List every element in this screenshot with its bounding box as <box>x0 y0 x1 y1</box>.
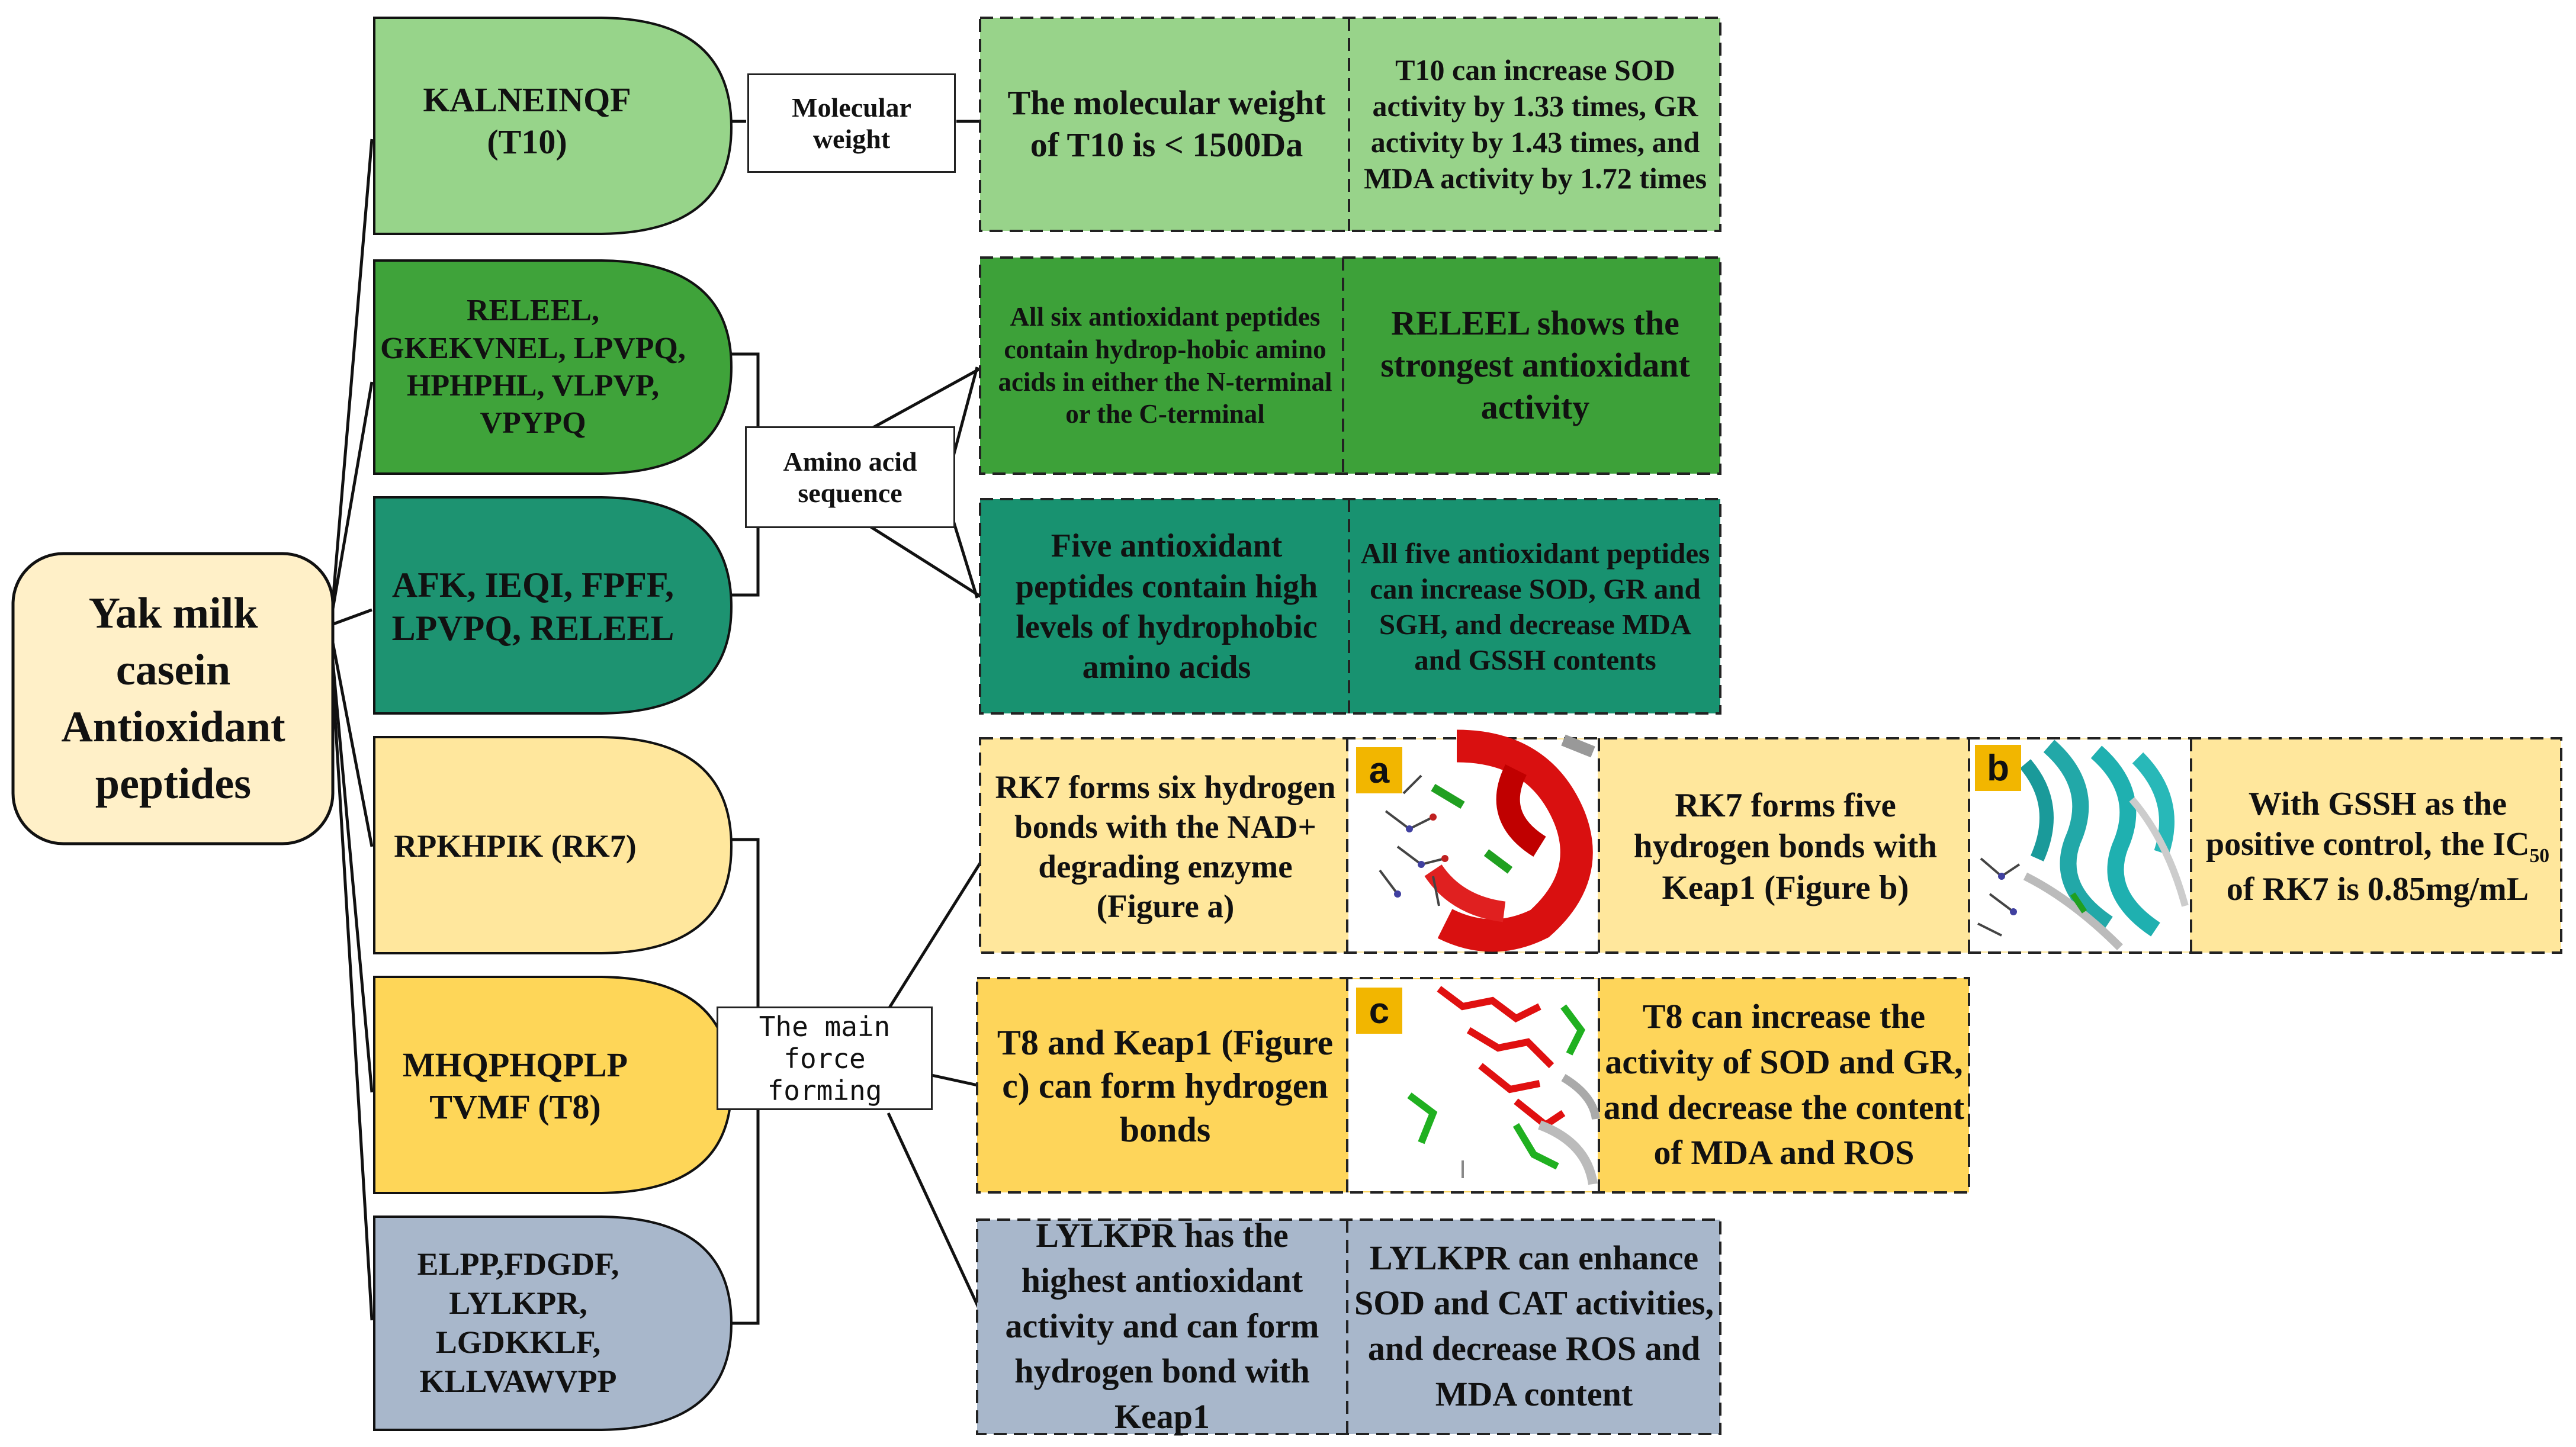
box-six-hydrophobic: All six antioxidant peptides contain hyd… <box>998 301 1332 429</box>
box-t10-molecular-weight: The molecular weight of T10 is < 1500Da <box>1007 83 1326 164</box>
category-amino-acid-sequence: Amino acid sequence <box>745 426 955 528</box>
box-rk7-nad-enzyme: RK7 forms six hydrogen bonds with the NA… <box>995 768 1336 925</box>
box-five-increase: All five antioxidant peptides can increa… <box>1360 537 1710 676</box>
peptide-shape-t10 <box>373 17 733 235</box>
peptide-label-t8: MHQPHQPLP TVMF (T8) <box>402 1046 628 1126</box>
box-lylkpr-keap1: LYLKPR has the highest antioxidant activ… <box>1005 1216 1319 1436</box>
peptide-label-five: AFK, IEQI, FPFF, LPVPQ, RELEEL <box>391 565 674 648</box>
peptide-shape-six <box>373 259 733 475</box>
figure-b-letter: b <box>1975 745 2021 791</box>
figure-c-letter: c <box>1356 988 1402 1034</box>
peptide-shape-rk7 <box>373 736 733 954</box>
peptide-shape-lylkpr <box>373 1216 733 1431</box>
box-rk7-ic50: With GSSH as the positive control, the I… <box>2200 749 2555 944</box>
rk7-ic50-text-pre: With GSSH as the positive control, the I… <box>2205 786 2530 863</box>
figure-a-letter: a <box>1356 747 1402 793</box>
box-six-releel: RELEEL shows the strongest antioxidant a… <box>1380 304 1690 426</box>
figure-a-image <box>1348 729 1598 952</box>
box-five-hydrophobic: Five antioxidant peptides contain high l… <box>1015 528 1318 686</box>
box-rk7-keap1: RK7 forms five hydrogen bonds with Keap1… <box>1633 786 1938 906</box>
peptide-shape-five <box>373 496 733 715</box>
category-main-force: The main force forming <box>717 1007 933 1110</box>
box-lylkpr-activity: LYLKPR can enhance SOD and CAT activitie… <box>1354 1238 1714 1413</box>
peptide-label-t10: KALNEINQF (T10) <box>423 81 631 161</box>
peptide-label-six: RELEEL, GKEKVNEL, LPVPQ, HPHPHL, VLPVP, … <box>380 294 686 440</box>
box-t8-activity: T8 can increase the activity of SOD and … <box>1603 997 1965 1172</box>
root-label: Yak milk casein Antioxidant peptides <box>61 589 285 809</box>
peptide-shapes <box>373 17 733 1431</box>
peptide-label-lylkpr: ELPP,FDGDF, LYLKPR, LGDKKLF, KLLVAWVPP <box>417 1246 619 1399</box>
rk7-ic50-subscript: 50 <box>2529 845 2550 867</box>
peptide-label-rk7: RPKHPIK (RK7) <box>394 828 637 864</box>
box-t10-activity: T10 can increase SOD activity by 1.33 ti… <box>1363 53 1707 195</box>
box-t8-keap1: T8 and Keap1 (Figure c) can form hydroge… <box>997 1023 1334 1149</box>
figure-b-image <box>1970 739 2190 951</box>
rk7-ic50-text-post: of RK7 is 0.85mg/mL <box>2226 870 2529 908</box>
content-boxes <box>976 17 2562 1435</box>
category-molecular-weight: Molecular weight <box>747 73 956 173</box>
connector-lines <box>330 120 985 1325</box>
root-shape <box>11 552 335 845</box>
